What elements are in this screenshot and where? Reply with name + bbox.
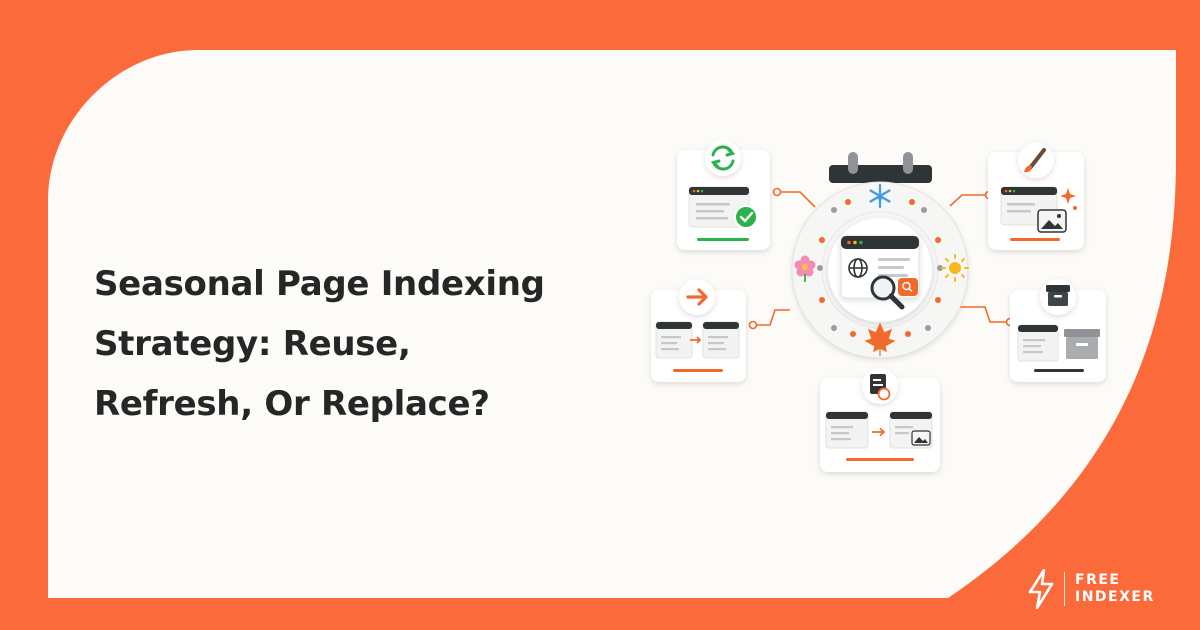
archive-card <box>1010 279 1106 382</box>
title-line-3: Refresh, Or Replace? <box>94 384 490 424</box>
lightning-bolt-icon <box>1028 569 1054 609</box>
magnifier-icon <box>870 275 905 310</box>
flower-icon <box>794 255 816 282</box>
connector-lines <box>753 191 1010 326</box>
redirect-card <box>651 279 746 382</box>
seasonal-indexing-illustration <box>651 140 1106 472</box>
sparkle-icon <box>1060 188 1076 204</box>
paintbrush-icon <box>1024 148 1046 173</box>
center-browser-window <box>840 235 920 299</box>
image-icon <box>1037 209 1067 233</box>
snowflake-icon <box>869 183 891 209</box>
sync-icon <box>710 145 736 171</box>
brand-line-1: FREE <box>1075 572 1121 588</box>
archive-box-icon <box>1046 285 1070 306</box>
title-line-2: Strategy: Reuse, <box>94 324 411 364</box>
title-line-1: Seasonal Page Indexing <box>94 264 545 304</box>
reuse-card <box>677 140 770 250</box>
replace-card <box>820 368 940 472</box>
brand-logo[interactable]: FREE INDEXER <box>1028 566 1155 612</box>
brand-name: FREE INDEXER <box>1064 572 1155 606</box>
sun-icon <box>941 254 969 282</box>
arrow-right-icon <box>686 288 708 306</box>
page-title: Seasonal Page Indexing Strategy: Reuse, … <box>94 254 614 434</box>
check-circle-icon <box>734 205 758 229</box>
maple-leaf-icon <box>864 322 896 356</box>
globe-icon <box>848 258 868 278</box>
document-refresh-icon <box>870 374 891 401</box>
brand-line-2: INDEXER <box>1075 589 1155 605</box>
refresh-card <box>988 142 1084 250</box>
